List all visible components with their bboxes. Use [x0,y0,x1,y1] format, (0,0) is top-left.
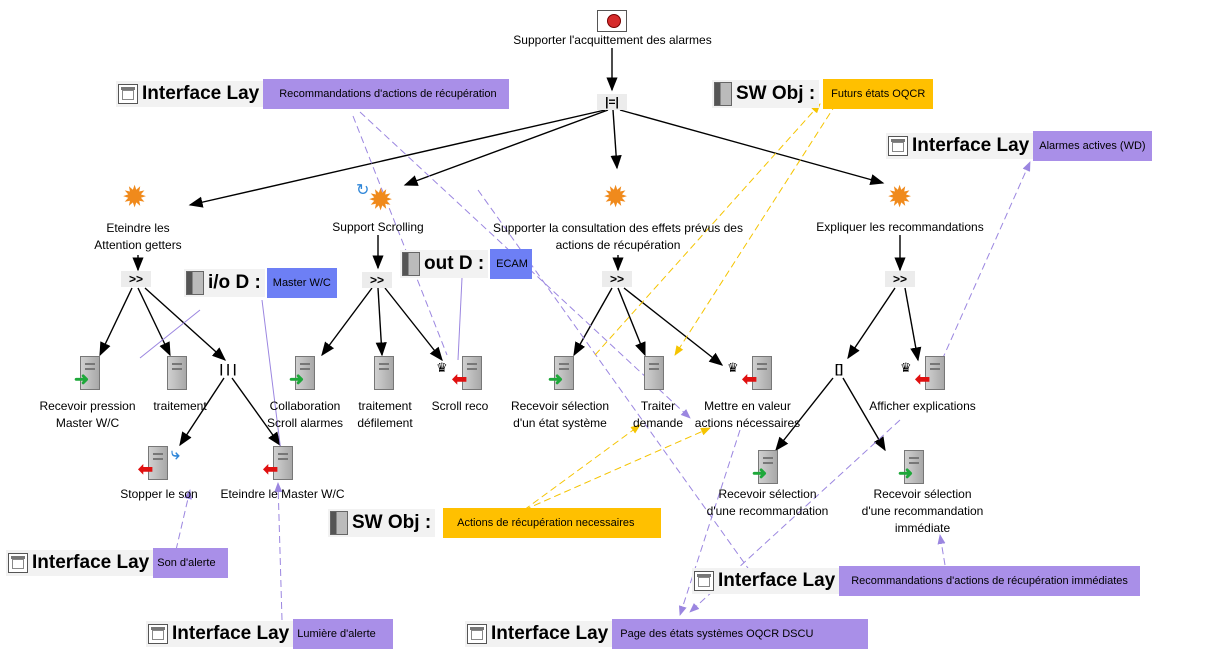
traitement-label: traitement [153,399,207,413]
traitement-defilement-label: traitement défilement [357,399,413,430]
traitement-icon [161,356,187,390]
expliquer-task-icon: ✹ [887,181,913,214]
object-value: Page des états systèmes OQCR DSCU [612,619,869,649]
object-value: Futurs états OQCR [823,79,934,109]
scrolling-operator: >> [362,272,392,288]
interface-page-object: Interface Lay Page des états systèmes OQ… [465,619,869,649]
interface-reco-imm-object: Interface Lay Recommandations d'actions … [692,566,1140,596]
object-prefix: i/o D : [208,272,261,293]
recevoir-reco-immediate-label: Recevoir sélection d'une recommandation … [861,487,984,535]
mettre-crown-icon: ♛ [727,360,739,375]
traiter-demande-label: Traiter demande [632,399,684,430]
object-value: Master W/C [266,268,337,298]
parallel-operator: | | | [213,361,243,377]
root-operator: |=| [597,94,627,110]
scrolling-task-label: Support Scrolling [332,220,424,234]
scrolling-task-icon: ✹ [368,184,394,217]
window-icon [694,571,714,591]
cube-icon [186,271,204,295]
interface-alarmes-object: Interface Lay Alarmes actives (WD) [886,131,1152,161]
recevoir-selection-etat-label: Recevoir sélection d'un état système [510,399,610,430]
collaboration-label: Collaboration Scroll alarmes [266,399,344,430]
interface-reco-object: Interface Lay Recommandations d'actions … [116,79,509,109]
recevoir-pression-icon: ➜ [74,356,100,390]
consultation-task-label: Supporter la consultation des effets pré… [493,221,743,252]
object-value: Recommandations d'actions de récupératio… [839,566,1140,596]
object-prefix: SW Obj : [352,512,432,533]
sw-futurs-object: SW Obj : Futurs états OQCR [712,79,934,109]
traiter-demande-icon [638,356,664,390]
recevoir-reco-label: Recevoir sélection d'une recommandation [706,487,829,518]
consultation-operator: >> [602,271,632,287]
object-prefix: Interface Lay [32,552,150,573]
object-prefix: SW Obj : [736,83,816,104]
eteindre-task-label: Eteindre les Attention getters [94,221,182,252]
eteindre-operator: >> [121,271,151,287]
expliquer-task-label: Expliquer les recommandations [816,220,984,234]
object-prefix: Interface Lay [142,83,260,104]
window-icon [118,84,138,104]
eteindre-master-label: Eteindre le Master W/C [220,487,345,501]
object-value: Son d'alerte [153,548,229,578]
sound-icon: ⤷ [171,446,180,463]
eteindre-master-icon: ⬅ [263,446,293,480]
eteindre-task-icon: ✹ [122,181,148,214]
cube-icon [402,252,420,276]
expliquer-operator: >> [885,271,915,287]
object-prefix: Interface Lay [718,570,836,591]
consultation-task-icon: ✹ [603,181,629,214]
choice-operator: [] [824,361,854,377]
afficher-crown-icon: ♛ [900,360,912,375]
stopper-label: Stopper le son [120,487,198,501]
object-prefix: out D : [424,253,485,274]
object-value: Recommandations d'actions de récupératio… [263,79,509,109]
interface-lumiere-object: Interface Lay Lumière d'alerte [146,619,394,649]
cube-icon [714,82,732,106]
object-prefix: Interface Lay [491,623,609,644]
scroll-reco-crown-icon: ♛ [436,360,448,375]
recevoir-reco-immediate-icon: ➜ [898,450,924,484]
window-icon [888,136,908,156]
stopper-icon: ⬅ [138,446,168,480]
scroll-reco-icon: ⬅ [452,356,482,390]
object-value: Alarmes actives (WD) [1033,131,1152,161]
sw-actions-object: SW Obj : Actions de récupération necessa… [328,508,662,538]
mettre-en-valeur-icon: ⬅ [742,356,772,390]
afficher-icon: ⬅ [915,356,945,390]
object-value: ECAM [490,249,533,279]
cube-icon [330,511,348,535]
interface-son-object: Interface Lay Son d'alerte [6,548,229,578]
object-value: Actions de récupération necessaires [443,508,662,538]
recevoir-selection-etat-icon: ➜ [548,356,574,390]
collaboration-icon: ➜ [289,356,315,390]
io-master-object: i/o D : Master W/C [184,268,337,298]
scroll-icon: ↻ [356,182,370,199]
out-ecam-object: out D : ECAM [400,249,533,279]
object-prefix: Interface Lay [912,135,1030,156]
object-prefix: Interface Lay [172,623,290,644]
root-task-icon [597,10,627,32]
window-icon [8,553,28,573]
afficher-label: Afficher explications [869,399,976,413]
recevoir-reco-icon: ➜ [752,450,778,484]
window-icon [467,624,487,644]
window-icon [148,624,168,644]
root-task-label: Supporter l'acquittement des alarmes [513,33,712,47]
recevoir-pression-label: Recevoir pression Master W/C [39,399,136,430]
traitement-defilement-icon [368,356,394,390]
scroll-reco-label: Scroll reco [431,399,489,413]
mettre-en-valeur-label: Mettre en valeur actions nécessaires [694,399,801,430]
object-value: Lumière d'alerte [293,619,394,649]
